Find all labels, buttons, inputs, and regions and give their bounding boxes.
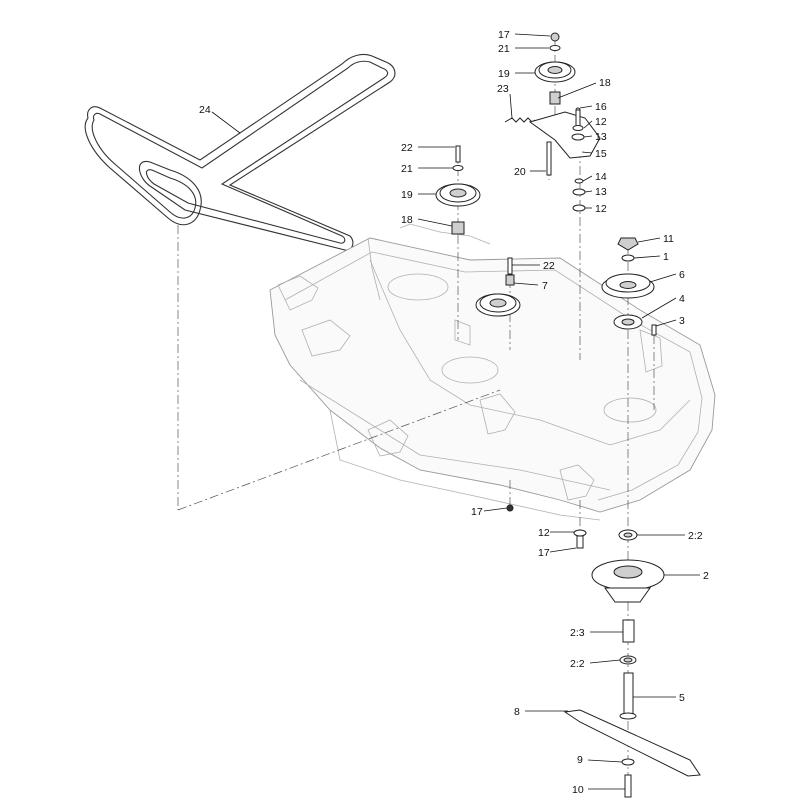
callout-22: 22 <box>543 260 555 272</box>
callout-19: 19 <box>401 189 413 201</box>
callout-11: 11 <box>663 233 674 245</box>
spacer-part <box>549 91 561 105</box>
blade-part <box>563 709 701 777</box>
drive-belt <box>84 53 396 251</box>
spindle-shaft-part <box>623 672 634 716</box>
callout-labels: 17 21 19 18 23 16 12 13 15 20 14 13 12 2… <box>199 29 709 796</box>
callout-20: 20 <box>514 166 526 178</box>
idler-arm-part <box>528 111 601 159</box>
mower-deck <box>269 223 716 521</box>
callout-2: 2 <box>703 570 709 582</box>
callout-7: 7 <box>542 280 548 292</box>
idler-upper-assembly <box>504 32 601 212</box>
callout-12: 12 <box>538 527 550 539</box>
callout-10: 10 <box>572 784 584 796</box>
callout-19: 19 <box>498 68 510 80</box>
callout-12: 12 <box>595 116 607 128</box>
callout-2-2: 2:2 <box>570 658 585 670</box>
callout-18: 18 <box>599 77 611 89</box>
idler-middle-assembly <box>435 145 521 317</box>
spindle-assembly <box>506 237 701 798</box>
callout-15: 15 <box>595 148 607 160</box>
callout-4: 4 <box>679 293 685 305</box>
blade-bolt-part <box>624 774 632 798</box>
callout-18: 18 <box>401 214 413 226</box>
bolt-long-part <box>546 141 552 176</box>
callout-22: 22 <box>401 142 413 154</box>
callout-21: 21 <box>401 163 413 175</box>
callout-3: 3 <box>679 315 685 327</box>
callout-9: 9 <box>577 754 583 766</box>
callout-23: 23 <box>497 83 509 95</box>
callout-17: 17 <box>471 506 483 518</box>
callout-14: 14 <box>595 171 607 183</box>
callout-8: 8 <box>514 706 520 718</box>
callout-13: 13 <box>595 186 607 198</box>
callout-2-2: 2:2 <box>688 530 703 542</box>
callout-17: 17 <box>538 547 550 559</box>
leader-lines <box>211 33 700 790</box>
callout-24: 24 <box>199 104 211 116</box>
callout-2-3: 2:3 <box>570 627 585 639</box>
callout-16: 16 <box>595 101 607 113</box>
callout-1: 1 <box>663 251 669 263</box>
callout-6: 6 <box>679 269 685 281</box>
callout-13: 13 <box>595 131 607 143</box>
callout-12: 12 <box>595 203 607 215</box>
spindle-spacer-part <box>622 619 635 643</box>
washer-part <box>549 45 561 51</box>
callout-17: 17 <box>498 29 510 41</box>
callout-21: 21 <box>498 43 510 55</box>
callout-5: 5 <box>679 692 685 704</box>
locknut-part <box>550 32 560 42</box>
